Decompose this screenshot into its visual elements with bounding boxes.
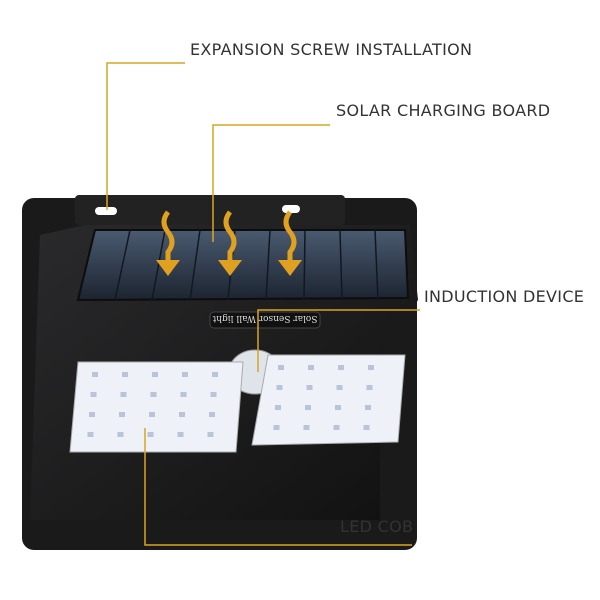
led-dot xyxy=(147,432,154,437)
led-dot xyxy=(273,425,280,430)
led-dot xyxy=(90,392,97,397)
led-dot xyxy=(152,372,158,377)
led-dot xyxy=(333,425,340,430)
led-dot xyxy=(120,392,127,397)
led-dot xyxy=(182,372,188,377)
led-dot xyxy=(209,412,215,417)
led-dot xyxy=(363,425,370,430)
led-dot xyxy=(308,365,314,370)
callout-lines xyxy=(106,62,420,546)
led-dot xyxy=(212,372,218,377)
led-dot xyxy=(336,385,343,390)
screw-hole-left xyxy=(95,207,117,215)
solar-panel xyxy=(76,229,410,302)
led-dot xyxy=(180,392,187,397)
led-dot xyxy=(365,405,371,410)
led-dot xyxy=(207,432,214,437)
led-dot xyxy=(366,385,373,390)
led-dot xyxy=(117,432,124,437)
label-led-cob: LED COB xyxy=(340,517,414,536)
led-dot xyxy=(122,372,128,377)
led-dot xyxy=(275,405,281,410)
mount-tab xyxy=(75,195,345,225)
led-dot xyxy=(149,412,155,417)
screw-hole-right xyxy=(282,205,300,213)
led-dot xyxy=(368,365,374,370)
led-dot xyxy=(305,405,311,410)
led-dot xyxy=(179,412,185,417)
led-dot xyxy=(87,432,94,437)
label-induction-device: INDUCTION DEVICE xyxy=(424,287,585,306)
led-dot xyxy=(276,385,283,390)
led-dot xyxy=(303,425,310,430)
led-dot xyxy=(335,405,341,410)
led-dot xyxy=(278,365,284,370)
led-dot xyxy=(177,432,184,437)
led-dot xyxy=(306,385,313,390)
solar-cell-grid xyxy=(114,229,379,301)
label-expansion-screw: EXPANSION SCREW INSTALLATION xyxy=(190,40,473,59)
product-nameplate xyxy=(209,311,321,329)
led-panel-left xyxy=(69,361,244,453)
led-dot xyxy=(92,372,98,377)
nameplate-text: Solar Sensor Wall light xyxy=(212,313,317,323)
label-solar-board: SOLAR CHARGING BOARD xyxy=(336,101,551,120)
led-dot xyxy=(210,392,217,397)
sunlight-arrows xyxy=(161,210,297,262)
led-panel-right xyxy=(251,354,406,446)
led-dot xyxy=(338,365,344,370)
led-dot xyxy=(89,412,95,417)
led-dot xyxy=(150,392,157,397)
led-dots xyxy=(87,365,374,437)
led-dot xyxy=(119,412,125,417)
arrow-heads xyxy=(156,260,302,276)
